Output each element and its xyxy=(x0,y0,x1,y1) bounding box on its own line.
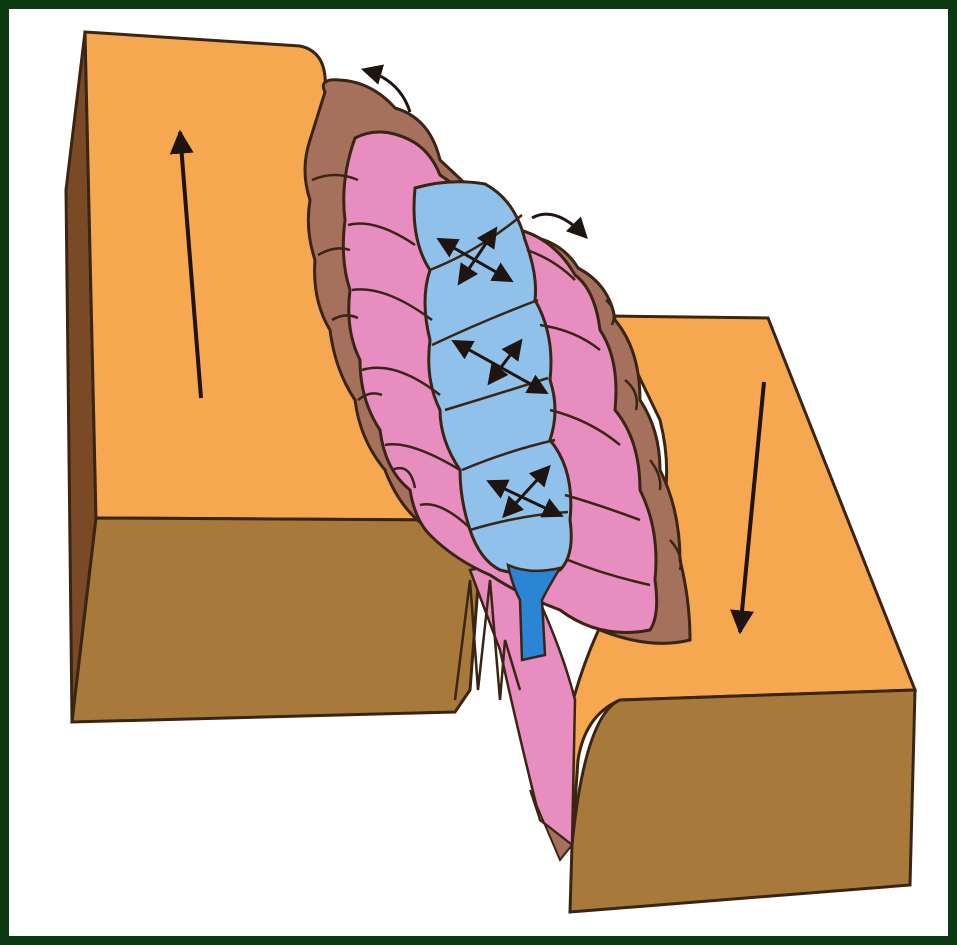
upthrown-block-front xyxy=(72,518,480,722)
downthrown-block-front xyxy=(570,690,915,912)
rotation-arrow-right xyxy=(532,214,585,236)
